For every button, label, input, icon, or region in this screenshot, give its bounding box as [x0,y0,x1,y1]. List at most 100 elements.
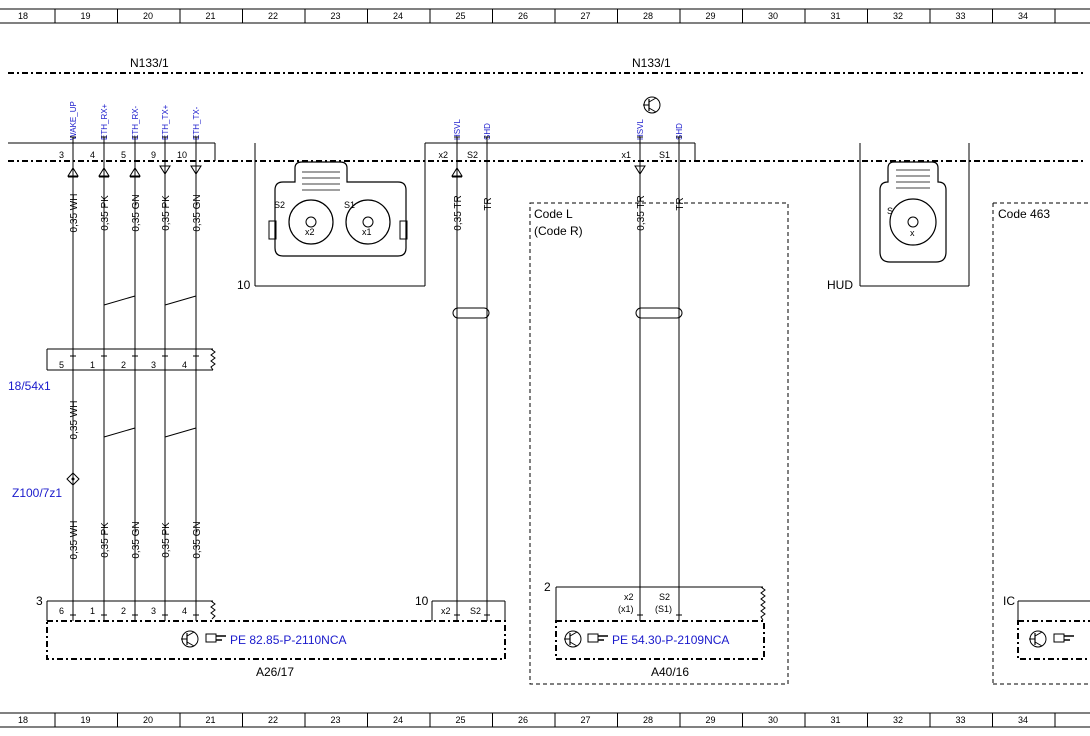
code-l-box [529,202,789,685]
hud-plug-label-s: S [887,206,893,216]
wire-color-label: 0,35 GN [192,521,203,558]
grid-column-label: 26 [518,11,528,21]
grid-column-label: 27 [580,11,590,21]
pin-number: S2 [467,150,478,160]
grid-column-label: 30 [768,11,778,21]
connector-plug-10: 10 S2 S1 x2 x1 [237,143,426,292]
a26-name: A26/17 [256,665,294,679]
grid-column-label: 18 [18,11,28,21]
connector-number-10: 10 [237,278,251,292]
grid-column-label: 22 [268,11,278,21]
pin-number: 3 [59,150,64,160]
transistor-icon [1029,630,1047,648]
wire-color-label: 0,35 PK [100,195,111,231]
code-463-label: Code 463 [998,207,1050,221]
wire-lines [67,143,680,621]
pin-number: 1 [90,606,95,616]
connector-bottom-10: 10 x2 S2 [415,594,506,622]
splice-z100-7z1: Z100/7z1 [12,472,80,500]
code-r-label: (Code R) [534,224,583,238]
wire-color-label: 0,35 TR [453,195,464,230]
wire-color-label: 0,35 TR [636,195,647,230]
a40-pin-2-sub: (S1) [655,604,672,614]
code-l-label: Code L [534,207,573,221]
connector-hud: HUD S x [827,143,970,292]
pin-number: 4 [182,360,187,370]
grid-column-label: 29 [705,11,715,21]
wire-color-label: 0,35 WH [69,401,80,440]
grid-column-label: 34 [1018,11,1028,21]
pin-signal-label: ETH_RX+ [100,103,109,140]
connector-ref-18-54x1: 18/54x1 [8,379,51,393]
bottom-pin-s2: S2 [470,606,481,616]
grid-column-label: 23 [330,715,340,725]
grid-column-label: 20 [143,11,153,21]
grid-column-label: 24 [393,11,403,21]
module-name-left: N133/1 [130,56,169,70]
transistor-icon [181,630,199,648]
component-a40-16: 2 x2 (x1) S2 (S1) PE 54.30-P-2109NCA A40… [544,580,766,679]
bottom-connector-number: 10 [415,594,429,608]
module-name-right: N133/1 [632,56,671,70]
pin-signal-label: HSVL [636,119,645,140]
pin-number: 5 [59,360,64,370]
a26-connector-number: 3 [36,594,43,608]
grid-column-label: 26 [518,715,528,725]
component-ic: IC [1003,594,1090,660]
wire-color-label: TR [483,197,494,210]
a40-pin-1-sub: (x1) [618,604,634,614]
wire-color-label: 0,35 PK [161,522,172,558]
cable-shield [452,307,683,319]
grid-column-label: 21 [205,11,215,21]
pin-number: 4 [90,150,95,160]
connector-pin-labels: WAKE_UP3ETH_RX+4ETH_RX-5ETH_TX+9ETH_TX-1… [59,101,684,160]
wire-color-label: 0,35 GN [192,194,203,231]
a40-reference[interactable]: PE 54.30-P-2109NCA [612,633,729,647]
plug-label-x2: x2 [305,227,315,237]
wire-color-label: 0,35 GN [131,521,142,558]
a40-connector-number: 2 [544,580,551,594]
grid-column-label: 30 [768,715,778,725]
signal-arrow-down-icon [159,165,171,175]
wire-color-label: 0,35 WH [69,194,80,233]
bottom-pin-x2: x2 [441,606,451,616]
reference-hand-icon [587,633,608,643]
pin-number: 1 [90,360,95,370]
ic-label: IC [1003,594,1015,608]
pin-number: 3 [151,360,156,370]
signal-arrow-down-icon [634,165,646,175]
a26-reference[interactable]: PE 82.85-P-2110NCA [230,633,347,647]
twisted-pair-marks [103,295,197,438]
pin-number: 9 [151,150,156,160]
grid-column-label: 33 [955,715,965,725]
grid-column-label: 22 [268,715,278,725]
pin-number: S1 [659,150,670,160]
grid-column-label: 29 [705,715,715,725]
grid-column-label: 28 [643,11,653,21]
a40-pin-1: x2 [624,592,634,602]
grid-column-label: 27 [580,715,590,725]
signal-arrow-down-icon [190,165,202,175]
pin-signal-label: ETH_TX- [192,106,201,140]
a40-pin-2: S2 [659,592,670,602]
grid-column-label: 20 [143,715,153,725]
hud-label: HUD [827,278,853,292]
reference-hand-icon [205,633,226,643]
signal-arrow-up-icon [451,167,463,178]
grid-column-label: 23 [330,11,340,21]
plug-label-s1: S1 [344,200,355,210]
signal-arrow-up-icon [98,167,110,178]
pin-number: 2 [121,606,126,616]
grid-column-label: 31 [830,11,840,21]
grid-column-label: 24 [393,715,403,725]
grid-column-label: 33 [955,11,965,21]
hud-plug-label-x: x [910,228,915,238]
transistor-icon [564,630,582,648]
pin-number: 10 [177,150,187,160]
grid-column-label: 31 [830,715,840,725]
wire-color-label: 0,35 PK [161,195,172,231]
